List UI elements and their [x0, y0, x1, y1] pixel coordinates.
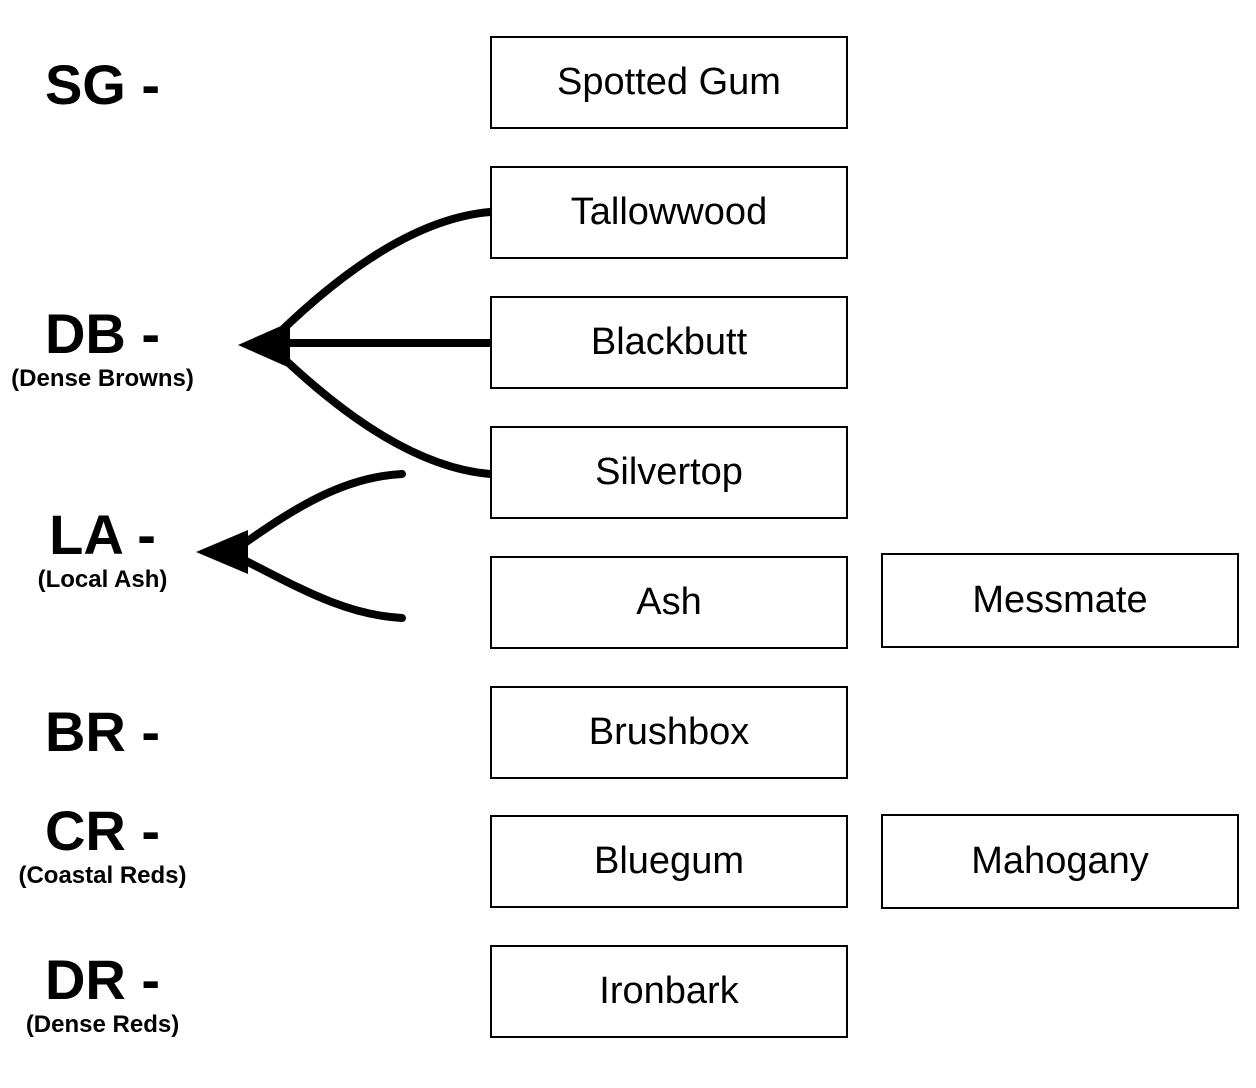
species-box-mahogany: Mahogany	[881, 814, 1239, 909]
group-code-br: BR -	[44, 700, 161, 763]
species-box-ironbark: Ironbark	[490, 945, 848, 1038]
species-box-tallowwood: Tallowwood	[490, 166, 848, 259]
group-label-la: LA - (Local Ash)	[0, 503, 205, 593]
group-label-cr: CR - (Coastal Reds)	[0, 799, 205, 889]
la-arrowhead-icon	[196, 530, 248, 574]
db-arrow-curve-from-silvertop	[274, 349, 494, 478]
group-name-dr: (Dense Reds)	[25, 1011, 180, 1038]
species-box-bluegum: Bluegum	[490, 815, 848, 908]
group-code-db: DB -	[44, 302, 161, 365]
species-box-silvertop: Silvertop	[490, 426, 848, 519]
species-box-blackbutt: Blackbutt	[490, 296, 848, 389]
group-name-la: (Local Ash)	[37, 566, 168, 593]
la-arrow-curve-upper	[238, 470, 406, 549]
group-name-db: (Dense Browns)	[11, 365, 194, 392]
group-name-cr: (Coastal Reds)	[18, 862, 187, 889]
species-box-brushbox: Brushbox	[490, 686, 848, 779]
species-box-messmate: Messmate	[881, 553, 1239, 648]
species-box-spotted-gum: Spotted Gum	[490, 36, 848, 129]
species-box-ash: Ash	[490, 556, 848, 649]
group-code-dr: DR -	[44, 948, 161, 1011]
db-arrow-curve-from-tallowwood	[274, 208, 494, 338]
group-label-sg: SG -	[0, 53, 205, 117]
group-code-cr: CR -	[44, 799, 161, 862]
group-label-dr: DR - (Dense Reds)	[0, 948, 205, 1038]
group-label-br: BR -	[0, 700, 205, 764]
group-label-db: DB - (Dense Browns)	[0, 302, 205, 392]
group-code-sg: SG -	[44, 53, 161, 116]
db-arrowhead-icon	[238, 322, 290, 368]
la-arrow-curve-lower	[238, 555, 406, 622]
group-code-la: LA -	[49, 503, 156, 566]
